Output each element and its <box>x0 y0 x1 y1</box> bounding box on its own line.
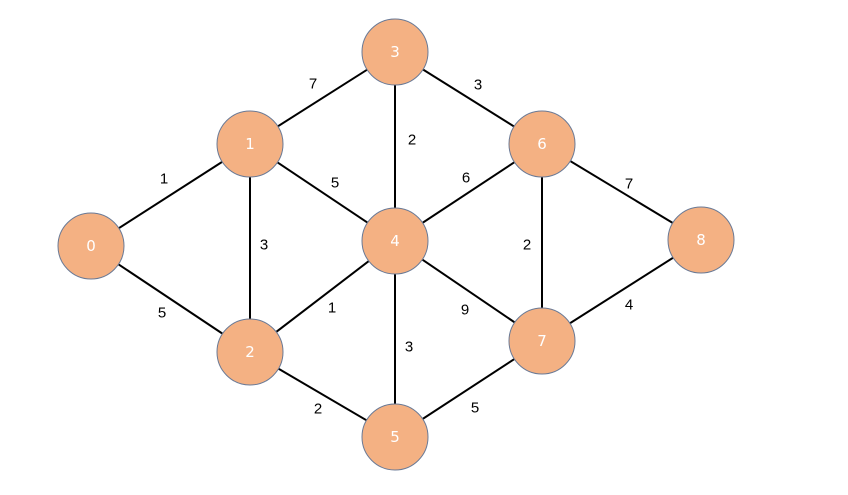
edge-weight-4-7: 9 <box>461 302 469 319</box>
node-label: 3 <box>390 43 400 61</box>
edge-weight-3-4: 2 <box>408 132 416 149</box>
node-5: 5 <box>361 403 429 471</box>
node-label: 1 <box>245 135 255 153</box>
edge-weight-1-2: 3 <box>260 237 268 254</box>
node-circle <box>361 207 429 275</box>
node-circle <box>361 403 429 471</box>
node-circle <box>508 110 576 178</box>
node-label: 6 <box>537 135 547 153</box>
node-0: 0 <box>57 212 125 280</box>
node-7: 7 <box>508 307 576 375</box>
edge-weight-2-5: 2 <box>314 401 322 418</box>
node-label: 8 <box>696 231 706 249</box>
edge-weight-4-2: 1 <box>328 300 336 317</box>
node-4: 4 <box>361 207 429 275</box>
node-1: 1 <box>216 110 284 178</box>
node-3: 3 <box>361 18 429 86</box>
edge-weight-0-2: 5 <box>158 305 166 322</box>
node-2: 2 <box>216 318 284 386</box>
node-circle <box>667 206 735 274</box>
node-label: 0 <box>86 237 96 255</box>
node-circle <box>361 18 429 86</box>
node-8: 8 <box>667 206 735 274</box>
edge-weight-0-1: 1 <box>160 171 168 188</box>
edge-weight-6-8: 7 <box>625 176 633 193</box>
edge-weight-4-6: 6 <box>462 170 470 187</box>
edge-weight-8-7: 4 <box>625 297 633 314</box>
edge-weight-3-6: 3 <box>474 77 482 94</box>
node-circle <box>57 212 125 280</box>
edge-weight-6-7: 2 <box>523 237 531 254</box>
node-label: 4 <box>390 232 400 250</box>
edge-weight-4-5: 3 <box>405 339 413 356</box>
node-label: 7 <box>537 332 547 350</box>
edge-weight-1-3: 7 <box>309 76 317 93</box>
node-label: 5 <box>390 428 400 446</box>
node-label: 2 <box>245 343 255 361</box>
node-6: 6 <box>508 110 576 178</box>
node-circle <box>216 110 284 178</box>
node-circle <box>508 307 576 375</box>
edge-weight-5-7: 5 <box>471 400 479 417</box>
edge-weight-1-4: 5 <box>331 175 339 192</box>
node-circle <box>216 318 284 386</box>
